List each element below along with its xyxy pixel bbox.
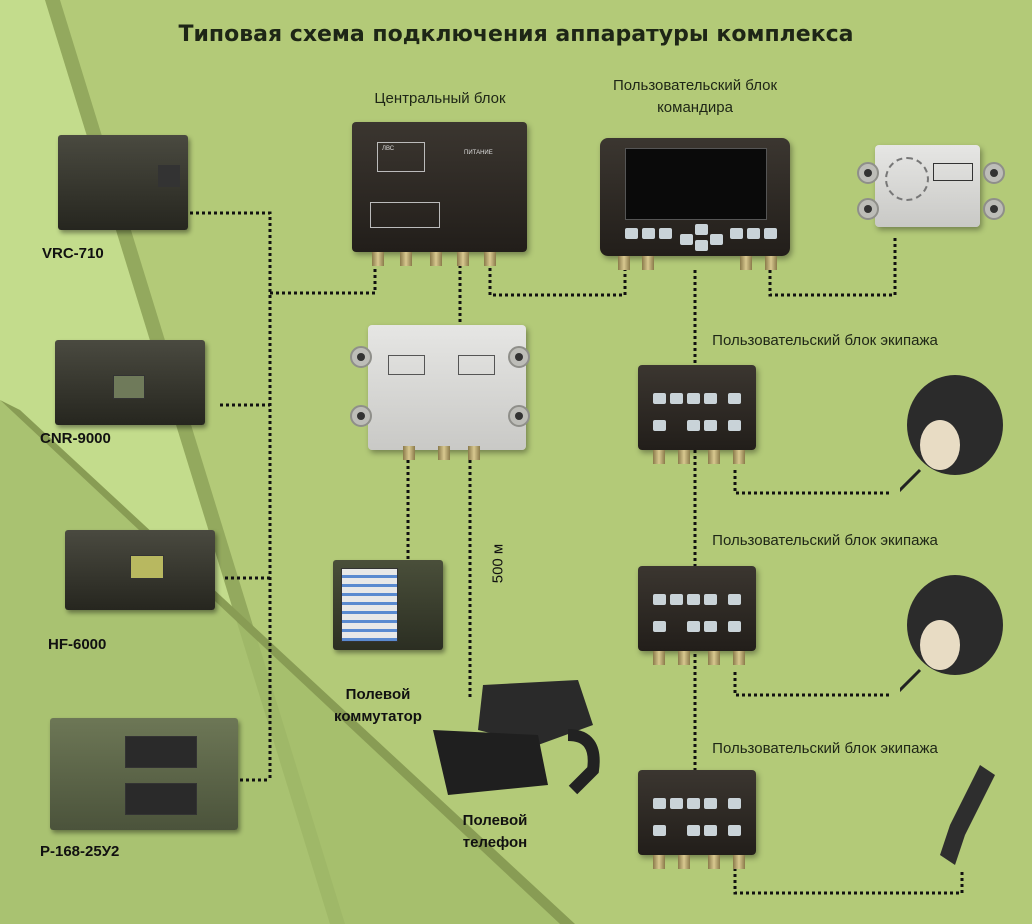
headset-icon	[900, 375, 1003, 493]
crew-block-label-2: Пользовательский блок экипажа	[712, 532, 938, 549]
line-radios-central	[270, 265, 377, 295]
field-phone-image	[433, 680, 600, 795]
radio-label-vrc-710: VRC-710	[42, 245, 104, 262]
radio-label-cnr-9000: CNR-9000	[40, 430, 111, 447]
crew-block-2	[638, 566, 756, 665]
line-central-commander	[488, 268, 627, 297]
handset-icon	[940, 765, 995, 865]
remote-speaker-unit	[875, 145, 980, 227]
line-switch-block	[368, 325, 526, 460]
commander-block-label: Пользовательский блок командира	[612, 77, 778, 116]
lan-ports-panel	[370, 202, 440, 228]
connection-lines	[190, 211, 964, 895]
hf-6000-image	[65, 530, 215, 610]
line-vrc	[190, 211, 272, 780]
crew-block-label-3: Пользовательский блок экипажа	[712, 740, 938, 757]
line-crew3-handset	[733, 868, 964, 895]
field-switchboard-image	[333, 560, 443, 650]
crew-block-3	[638, 770, 756, 869]
commander-block	[600, 138, 790, 270]
line-commander-remote	[768, 235, 897, 297]
crew-block-1	[638, 365, 756, 464]
lan-panel: ЛВС	[377, 142, 425, 172]
radio-label-r-168-25u2: Р-168-25У2	[40, 843, 120, 860]
speaker-grille-icon	[885, 157, 929, 201]
central-block: ЛВС ПИТАНИЕ	[352, 122, 527, 266]
radio-label-hf-6000: HF-6000	[48, 636, 107, 653]
field-switchboard-label: Полевой коммутатор	[334, 686, 422, 725]
crew-block-label-1: Пользовательский блок экипажа	[712, 332, 938, 349]
vrc-710-image	[58, 135, 188, 230]
diagram-title: Типовая схема подключения аппаратуры ком…	[178, 22, 854, 47]
line-crew1-headset	[733, 470, 890, 495]
line-crew2-headset	[733, 672, 890, 697]
field-phone-label: Полевой телефон	[462, 812, 528, 851]
commander-screen	[625, 148, 767, 220]
central-block-label: Центральный блок	[374, 90, 506, 107]
power-label: ПИТАНИЕ	[464, 150, 493, 156]
cnr-9000-image	[55, 340, 205, 425]
headset-icon	[900, 575, 1003, 693]
r-168-25u2-image	[50, 718, 238, 830]
distance-label: 500 м	[489, 543, 507, 584]
